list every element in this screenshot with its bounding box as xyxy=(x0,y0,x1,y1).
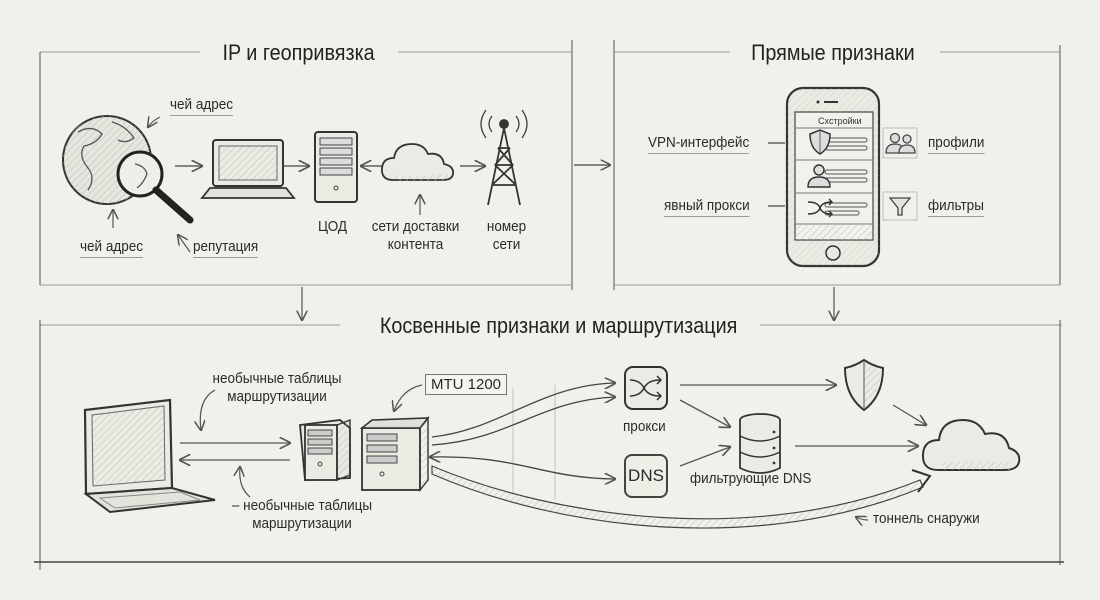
shuffle-icon-proxy xyxy=(624,366,668,410)
users-icon xyxy=(882,127,918,159)
label-whose-address-top: чей адрес xyxy=(170,96,233,116)
label-network-number-line1: номер xyxy=(486,218,527,235)
label-network-number: номер сети xyxy=(484,218,529,254)
label-reputation: репутация xyxy=(193,238,259,258)
panel-ip-geo-frame xyxy=(39,40,573,290)
label-whose-address-bottom: чей адрес xyxy=(80,238,143,258)
arrow-proxy-to-dns-db xyxy=(679,399,730,427)
label-profiles: профили xyxy=(928,134,985,154)
label-cdn: сети доставки контента xyxy=(366,218,465,254)
arrow-unusual-routes-bottom xyxy=(240,467,251,498)
user-icon xyxy=(807,164,831,188)
flow-to-proxy-2 xyxy=(431,397,615,446)
funnel-icon xyxy=(882,191,918,221)
arrow-reputation xyxy=(178,235,191,253)
magnifier-icon xyxy=(116,150,194,224)
mtu-badge: MTU 1200 xyxy=(425,374,508,395)
database-icon xyxy=(739,413,781,474)
flow-dns-bidirectional xyxy=(430,457,615,479)
label-filtering-dns: фильтрующие DNS xyxy=(690,470,812,487)
flow-to-proxy-1 xyxy=(431,383,615,438)
label-explicit-proxy: явный прокси xyxy=(664,197,750,217)
phone-screen-title: Сxстройки xyxy=(818,116,862,126)
cloud-icon xyxy=(381,143,454,181)
label-unusual-routes-bottom-line2: маршрутизации xyxy=(252,515,352,532)
label-unusual-routes-top: необычные таблицы маршрутизации xyxy=(205,370,349,406)
panel-direct-signs-frame xyxy=(613,40,1061,290)
arrow-whose-address-top xyxy=(148,117,161,127)
arrow-unusual-routes-top xyxy=(200,389,216,430)
cloud-icon-internet xyxy=(921,418,1021,471)
server-tower-1 xyxy=(299,418,351,482)
label-unusual-routes-bottom-line1: – необычные таблицы xyxy=(231,497,373,514)
label-unusual-routes-top-line2: маршрутизации xyxy=(227,388,327,405)
server-tower-2 xyxy=(359,416,430,492)
arrow-mtu xyxy=(394,384,423,411)
label-outside-tunnel: тоннель снаружи xyxy=(873,510,980,527)
arrow-shield-to-cloud xyxy=(892,404,926,425)
label-datacenter: ЦОД xyxy=(318,218,348,235)
outside-tunnel-arrowhead xyxy=(911,469,932,493)
smartphone-icon xyxy=(785,86,881,268)
panel-indirect-frame xyxy=(34,320,1064,570)
laptop-icon xyxy=(200,139,296,199)
label-vpn-interface: VPN-интерфейс xyxy=(648,134,750,154)
shield-icon-phone xyxy=(809,129,831,155)
label-unusual-routes-top-line1: необычные таблицы xyxy=(212,370,342,387)
laptop-icon-large xyxy=(83,398,216,514)
panel-title-indirect-routing: Косвенные признаки и маршрутизация xyxy=(372,313,745,339)
label-cdn-line1: сети доставки xyxy=(371,218,460,235)
outside-tunnel-band xyxy=(431,465,924,529)
arrow-outside-tunnel-label xyxy=(856,517,869,520)
arrow-dns-to-dns-db xyxy=(679,447,730,467)
dns-box: DNS xyxy=(624,454,668,498)
label-cdn-line2: контента xyxy=(387,236,444,253)
label-network-number-line2: сети xyxy=(492,236,521,253)
label-filters: фильтры xyxy=(928,197,984,217)
panel-title-direct-signs: Прямые признаки xyxy=(743,40,922,66)
server-icon xyxy=(314,131,358,203)
label-proxy: прокси xyxy=(623,418,666,435)
shield-icon xyxy=(843,358,885,412)
shuffle-icon-phone xyxy=(807,198,833,218)
panel-title-ip-geo: IP и геопривязка xyxy=(215,40,382,66)
label-unusual-routes-bottom: – необычные таблицы маршрутизации xyxy=(230,497,374,533)
cell-tower-icon xyxy=(480,109,528,206)
